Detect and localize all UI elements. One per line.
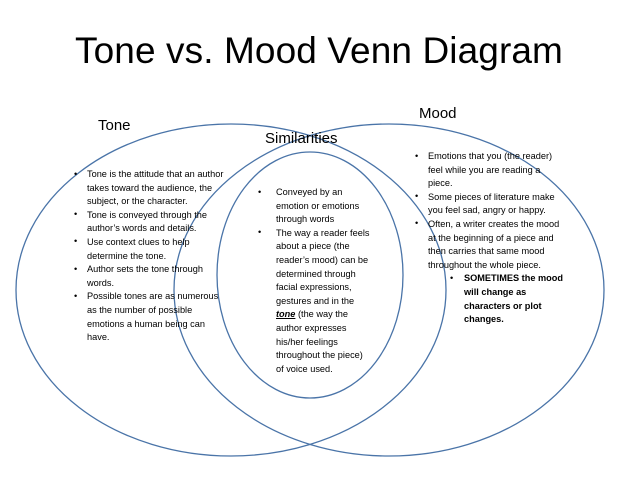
venn-label-mood: Mood [419,105,457,122]
list-item: Conveyed by an emotion or emotions throu… [258,186,370,227]
venn-label-tone: Tone [98,117,131,134]
list-item: SOMETIMES the mood will change as charac… [450,272,564,326]
bullet-text: Tone is conveyed through the author’s wo… [87,209,208,234]
mood-bullets: Emotions that you (the reader) feel whil… [414,150,564,327]
similarities-bullets: Conveyed by an emotion or emotions throu… [258,186,370,376]
list-item: Use context clues to help determine the … [73,235,225,263]
bullet-text: Tone is the attitude that an author take… [87,169,224,207]
list-item: Tone is the attitude that an author take… [73,168,225,209]
tone-bullets: Tone is the attitude that an author take… [73,168,225,345]
list-item: Some pieces of literature make you feel … [414,190,564,218]
bullet-text-suffix: (the way the author expresses his/her fe… [276,309,363,374]
bullet-text: Emotions that you (the reader) feel whil… [428,151,553,189]
bullet-text-prefix: Conveyed by an emotion or emotions throu… [276,187,360,225]
list-item: Author sets the tone through words. [73,263,225,290]
list-item: Emotions that you (the reader) feel whil… [414,150,564,191]
page-title: Tone vs. Mood Venn Diagram [75,30,563,71]
mood-bullet-list: Emotions that you (the reader) feel whil… [414,150,564,327]
bullet-text: SOMETIMES the mood will change as charac… [464,273,564,325]
list-item: Tone is conveyed through the author’s wo… [73,208,225,236]
bullet-text-prefix: The way a reader feels about a piece (th… [276,227,370,306]
tone-bullet-list: Tone is the attitude that an author take… [73,168,225,345]
bullet-text: Conveyed by an emotion or emotions throu… [276,186,370,227]
bullet-text: Possible tones are as numerous as the nu… [87,291,219,343]
mood-sub-bullets: SOMETIMES the mood will change as charac… [428,272,564,326]
bullet-text: The way a reader feels about a piece (th… [276,227,370,377]
bullet-text: Some pieces of literature make you feel … [428,191,555,216]
similarities-bullet-list: Conveyed by an emotion or emotions throu… [258,186,370,376]
list-item: Often, a writer creates the mood at the … [414,217,564,327]
list-item: Possible tones are as numerous as the nu… [73,290,225,344]
emphasized-term: tone [276,309,296,320]
venn-label-similarities: Similarities [265,130,338,147]
bullet-text: Author sets the tone through words. [87,264,203,288]
list-item: The way a reader feels about a piece (th… [258,226,370,377]
bullet-text: Use context clues to help determine the … [87,236,190,261]
bullet-text: Often, a writer creates the mood at the … [428,218,560,270]
